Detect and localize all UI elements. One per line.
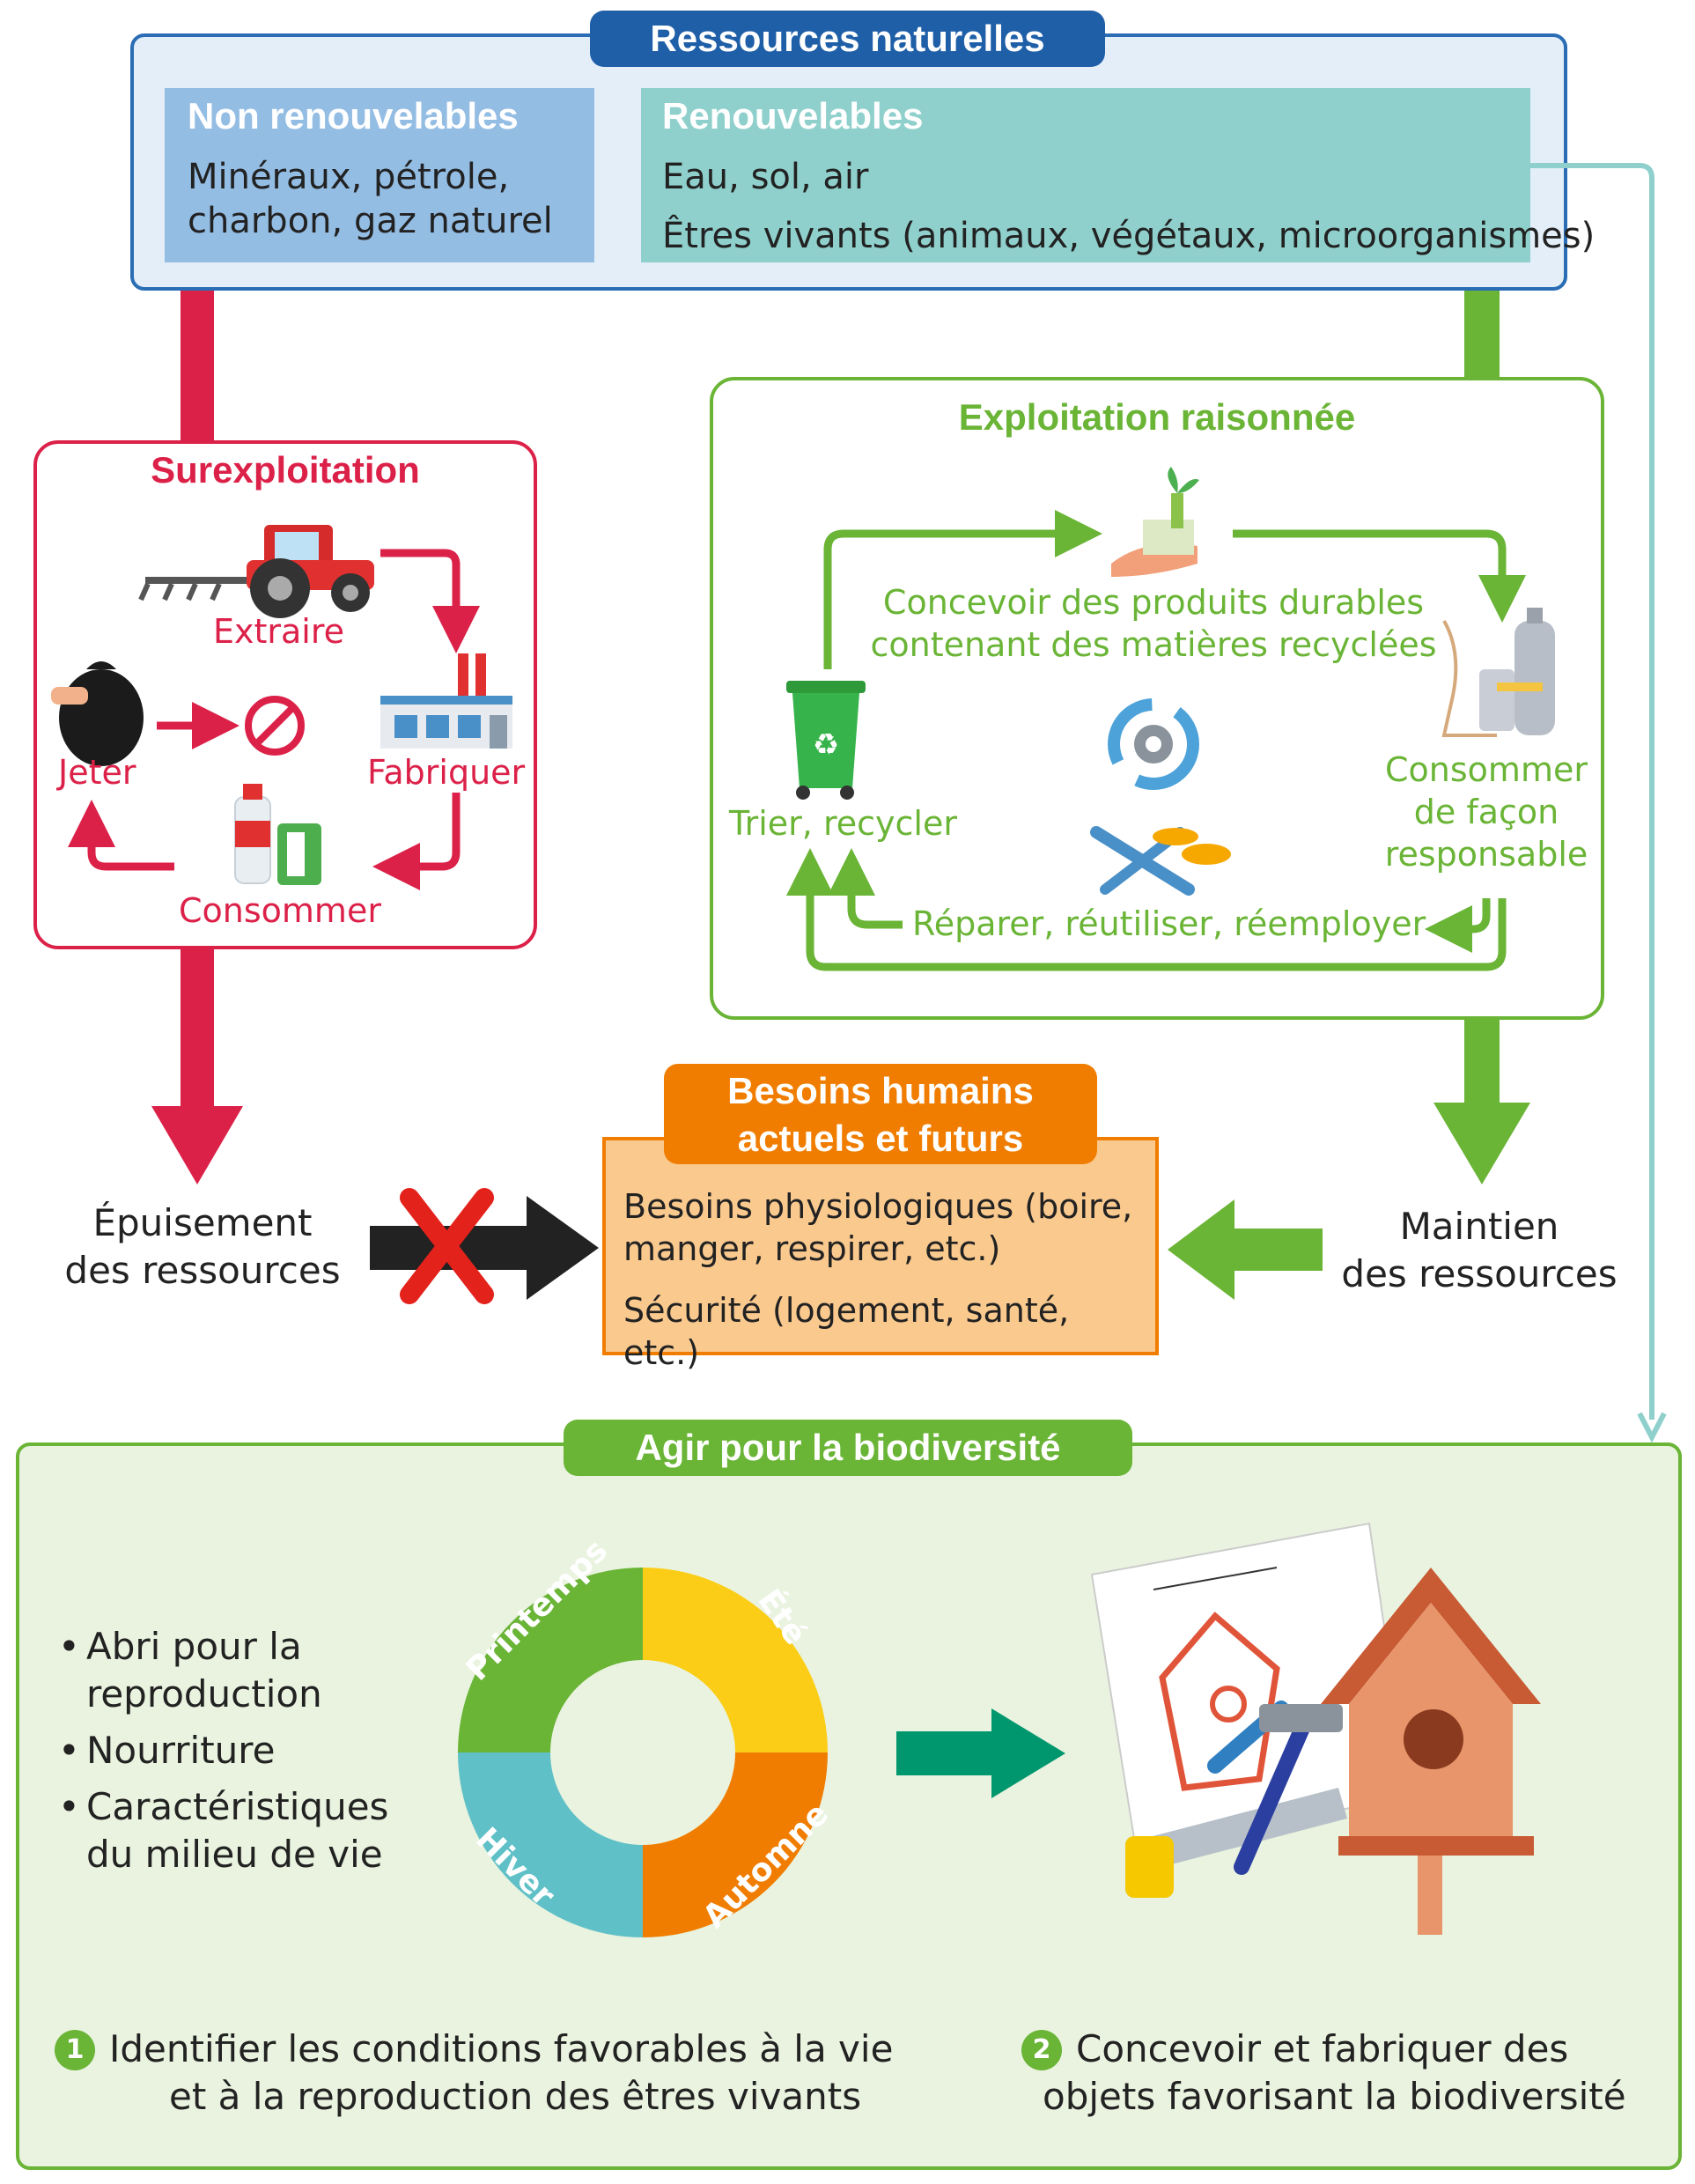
epuisement-line1: Épuisement <box>92 1201 313 1244</box>
maintien-line2: des ressources <box>1341 1252 1618 1295</box>
green-down-arrow <box>1433 1103 1530 1184</box>
bullet-milieu: Caractéristiques du milieu de vie <box>55 1783 424 1878</box>
exploitation-title: Exploitation raisonnée <box>958 396 1356 438</box>
step-extraire: Extraire <box>213 612 345 651</box>
renouvelables-title: Renouvelables <box>662 95 924 136</box>
svg-text:♻: ♻ <box>813 727 839 763</box>
step2-text1: Concevoir et fabriquer des <box>1076 2027 1569 2070</box>
concevoir-line1: Concevoir des produits durables <box>882 583 1425 622</box>
step1-line1: 1 Identifier les conditions favorables à … <box>55 2025 935 2073</box>
besoins-title-line2: actuels et futurs <box>737 1118 1024 1159</box>
non-renouvelables-text: Minéraux, pétrole, charbon, gaz naturel <box>188 155 553 243</box>
besoins-line3: Sécurité (logement, santé, etc.) <box>623 1291 1070 1372</box>
step1-line2: et à la reproduction des êtres vivants <box>169 2075 862 2118</box>
biodiversite-title: Agir pour la biodiversité <box>564 1420 1132 1476</box>
epuisement-line2: des ressources <box>64 1249 341 1292</box>
besoins-line1: Besoins physiologiques (boire, <box>623 1187 1133 1226</box>
green-left-arrow <box>1168 1199 1234 1300</box>
besoins-title: Besoins humains actuels et futurs <box>664 1064 1097 1164</box>
tractor-icon <box>138 525 374 618</box>
bottles-icon <box>234 784 321 885</box>
black-arrow <box>527 1196 599 1300</box>
exploitation-box <box>710 377 1604 1020</box>
epuisement-text: Épuisement des ressources <box>35 1199 370 1295</box>
ressources-title: Ressources naturelles <box>590 11 1105 67</box>
step1: 1 Identifier les conditions favorables à … <box>55 2025 935 2121</box>
step2: 2 Concevoir et fabriquer des objets favor… <box>1021 2025 1673 2121</box>
gear-cycle-icon <box>1108 698 1199 790</box>
step-jeter: Jeter <box>58 753 136 792</box>
besoins-box <box>602 1137 1159 1355</box>
step1-number: 1 <box>55 2030 95 2070</box>
birdhouse-icon <box>1321 1568 1541 1935</box>
consommer-responsable-text: Consommer de façon responsable <box>1372 749 1601 875</box>
bullet-milieu-line2: du milieu de vie <box>86 1833 383 1876</box>
reparer-text: Réparer, réutiliser, réemployer <box>912 904 1426 943</box>
renouvelables-line1: Eau, sol, air <box>662 157 869 197</box>
renouvelables-panel <box>641 88 1530 262</box>
recycle-bin-icon: ♻ <box>786 681 866 800</box>
eco-product-icon <box>1111 467 1199 577</box>
besoins-line2: manger, respirer, etc.) <box>623 1229 1001 1268</box>
bullet-abri-line1: Abri pour la <box>86 1625 302 1668</box>
red-down-arrow <box>151 1106 243 1184</box>
maintien-text: Maintien des ressources <box>1325 1203 1633 1298</box>
surexploitation-box <box>33 440 537 949</box>
bullet-nourriture-line1: Nourriture <box>86 1729 276 1772</box>
non-renouvelables-line1: Minéraux, pétrole, <box>188 157 510 197</box>
non-renouvelables-line2: charbon, gaz naturel <box>188 201 553 241</box>
teal-right-arrow <box>991 1708 1065 1798</box>
bullet-abri-line2: reproduction <box>86 1672 322 1715</box>
non-renouvelables-title: Non renouvelables <box>188 95 519 136</box>
trash-bag-icon <box>51 661 144 766</box>
step-fabriquer: Fabriquer <box>367 753 526 792</box>
surexploitation-title: Surexploitation <box>151 449 420 491</box>
step-consommer: Consommer <box>179 891 381 930</box>
renouvelables-line2: Êtres vivants (animaux, végétaux, microo… <box>662 216 1596 256</box>
concevoir-line2: contenant des matières recyclées <box>870 625 1437 664</box>
besoins-title-line1: Besoins humains <box>727 1070 1034 1111</box>
diy-tools-icon <box>1125 1701 1347 1898</box>
cross-icon <box>400 1188 494 1304</box>
bullet-abri: Abri pour la reproduction <box>55 1623 424 1718</box>
biodiversite-bullets: Abri pour la reproduction Nourriture Car… <box>55 1623 424 1887</box>
step2-line1: 2 Concevoir et fabriquer des <box>1021 2025 1673 2073</box>
consommer-line1: Consommer <box>1385 750 1588 789</box>
step2-number: 2 <box>1021 2030 1062 2070</box>
season-ring <box>458 1568 828 1937</box>
step2-line2: objets favorisant la biodiversité <box>1043 2075 1626 2118</box>
concevoir-text: Concevoir des produits durables contenan… <box>863 581 1444 666</box>
maintien-line1: Maintien <box>1399 1205 1559 1248</box>
prohibited-icon <box>245 696 305 756</box>
step1-text1: Identifier les conditions favorables à l… <box>109 2027 894 2070</box>
teal-link-arrow <box>1530 163 1654 1420</box>
consommer-line3: responsable <box>1384 835 1588 874</box>
trier-text: Trier, recycler <box>729 804 957 843</box>
bullet-milieu-line1: Caractéristiques <box>86 1785 389 1828</box>
reusable-bottles-icon <box>1441 608 1555 737</box>
besoins-text: Besoins physiologiques (boire, manger, r… <box>623 1185 1152 1374</box>
non-renouvelables-panel <box>165 88 594 262</box>
consommer-line2: de façon <box>1413 793 1559 831</box>
bullet-nourriture: Nourriture <box>55 1727 424 1774</box>
tools-icon <box>1090 826 1231 896</box>
factory-icon <box>380 653 512 749</box>
